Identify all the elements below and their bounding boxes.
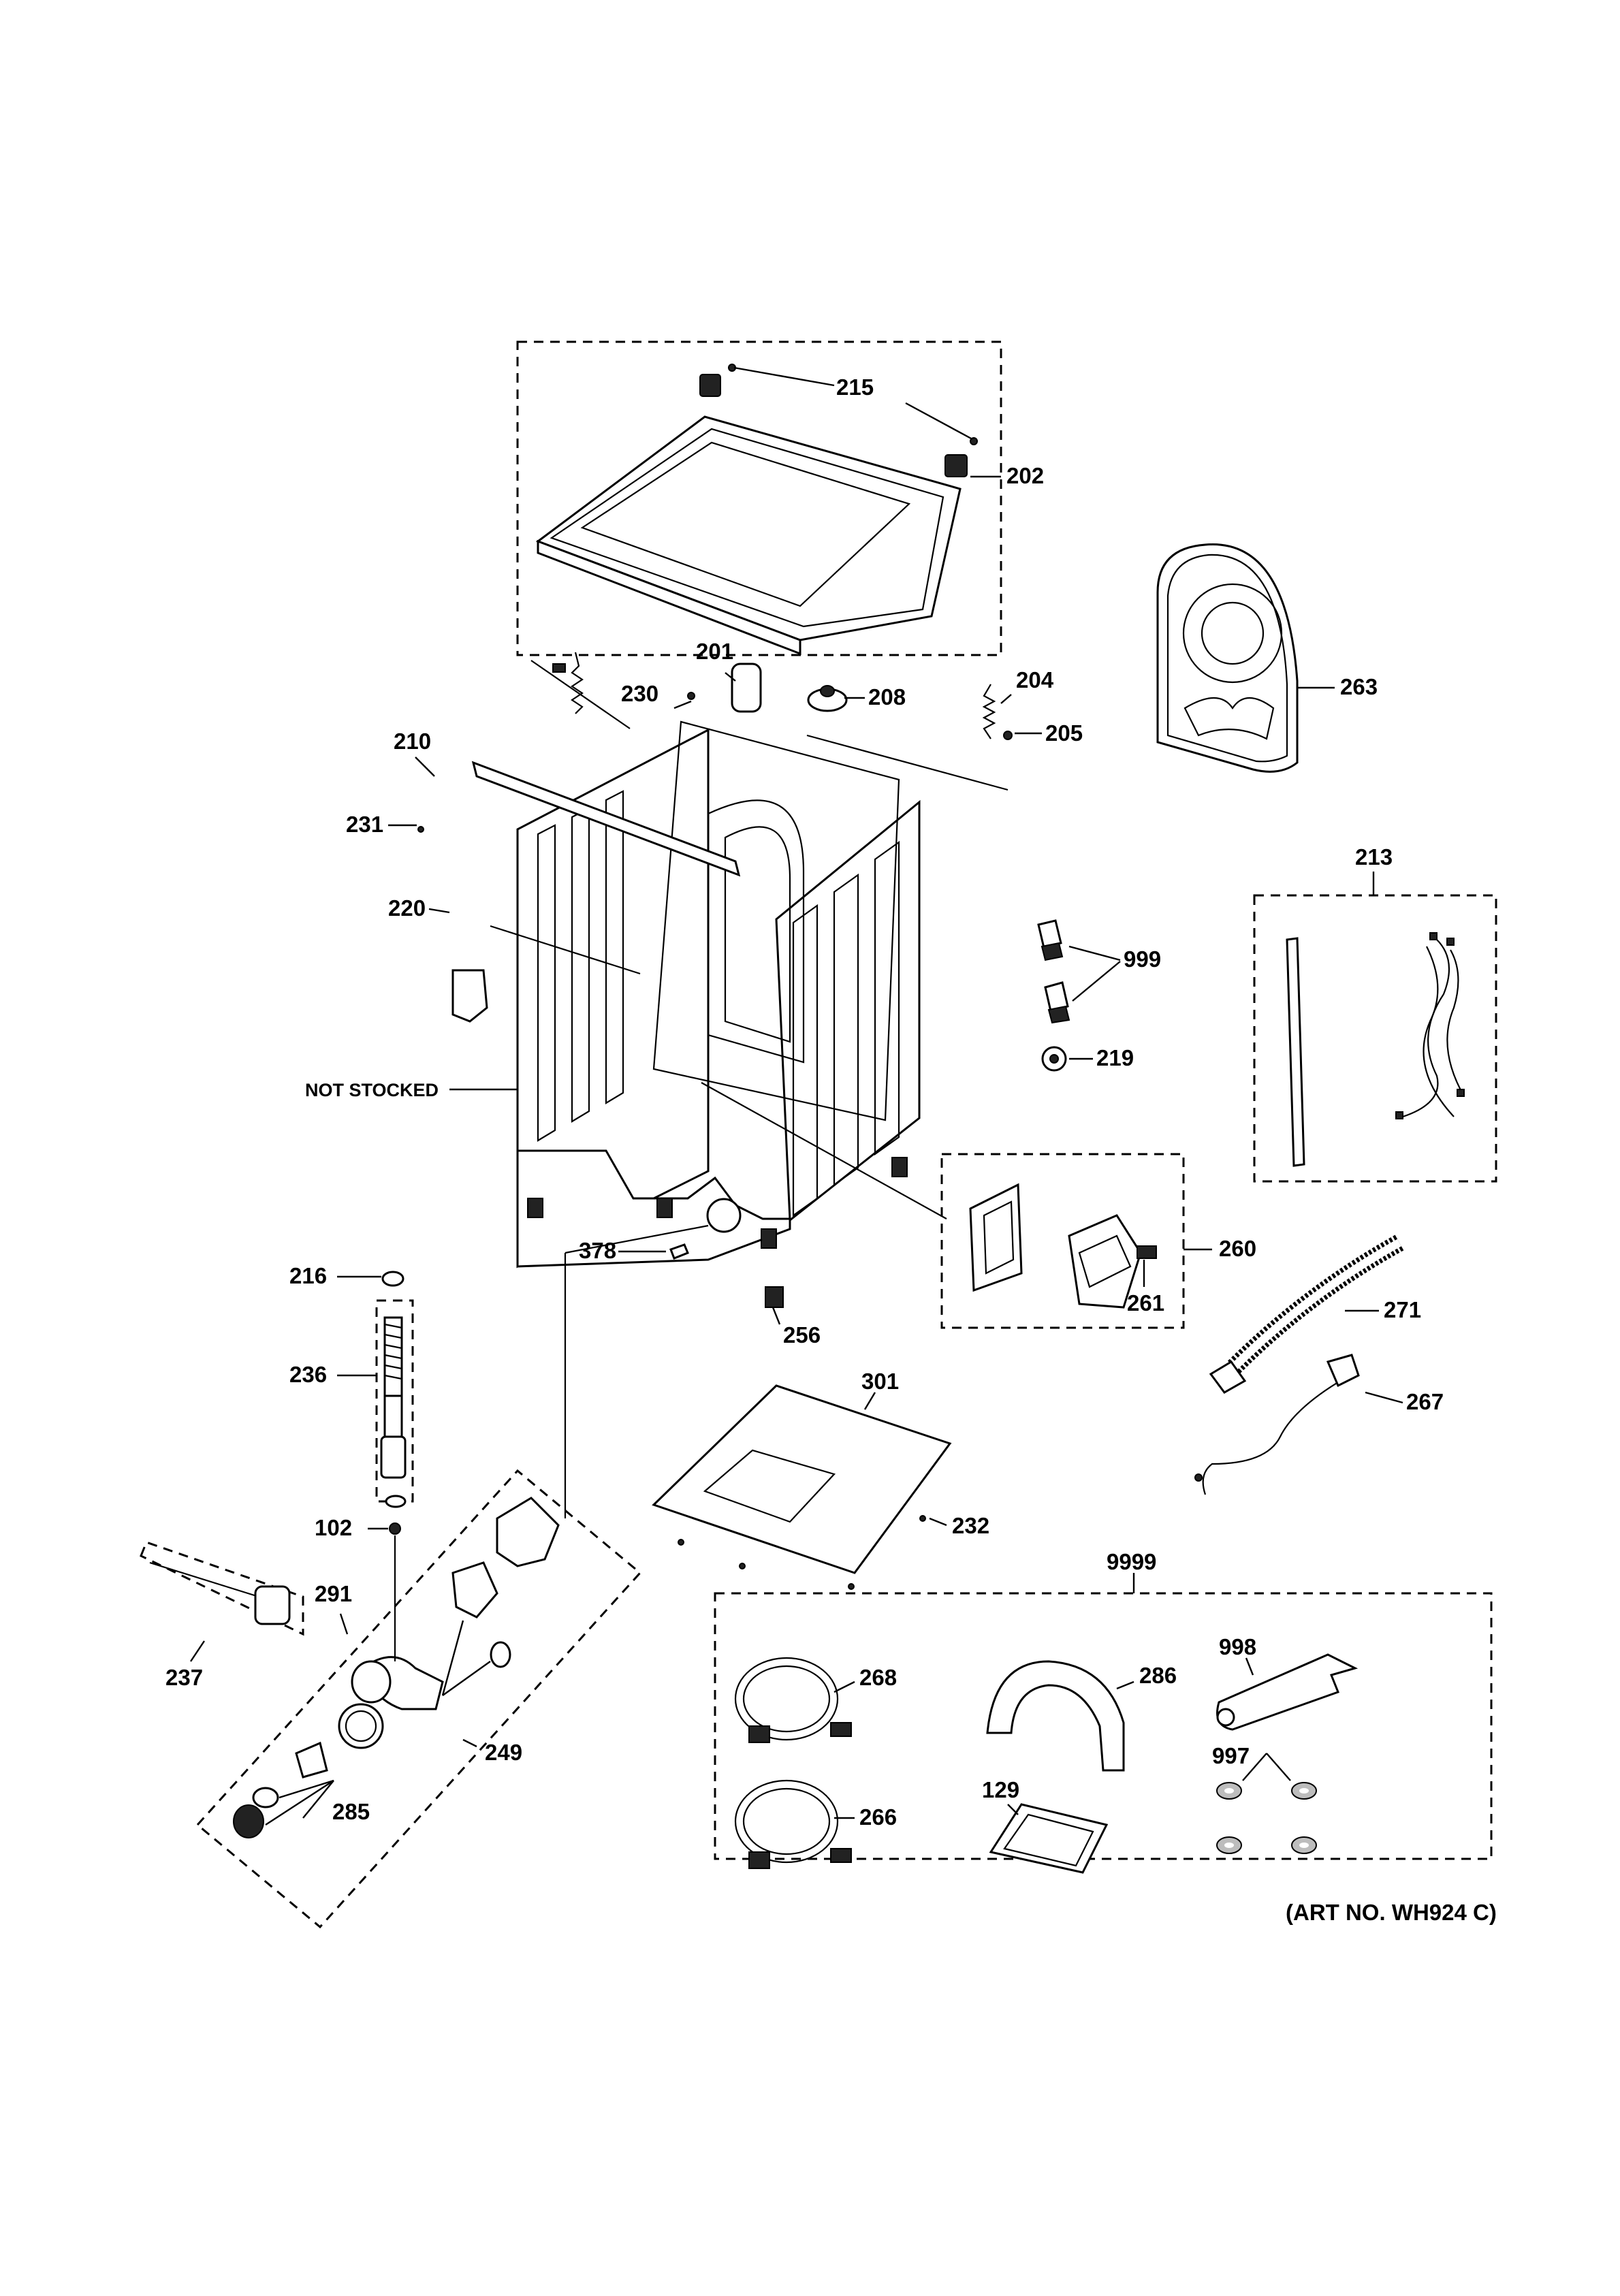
- cabinet-feet: [527, 1157, 908, 1249]
- fasteners: [1037, 919, 1121, 1072]
- drain-hose-271: [1209, 1234, 1404, 1394]
- label-201: 201: [696, 639, 733, 664]
- harness-213: [1253, 872, 1497, 1183]
- label-9999: 9999: [1107, 1549, 1156, 1574]
- label-215: 215: [836, 374, 874, 400]
- label-216: 216: [289, 1263, 327, 1288]
- label-102: 102: [315, 1515, 352, 1540]
- label-213: 213: [1355, 844, 1393, 870]
- label-208: 208: [868, 684, 906, 709]
- top-panel-group: [516, 340, 1002, 656]
- label-236: 236: [289, 1362, 327, 1387]
- label-219: 219: [1096, 1045, 1134, 1070]
- label-260: 260: [1219, 1236, 1256, 1261]
- label-not-stocked: NOT STOCKED: [305, 1080, 439, 1100]
- label-268: 268: [859, 1665, 897, 1690]
- label-231: 231: [346, 812, 383, 837]
- cabinet: [388, 652, 1042, 1325]
- art-number: (ART NO. WH924 C): [1286, 1900, 1497, 1925]
- label-210: 210: [394, 729, 431, 754]
- label-237: 237: [165, 1665, 203, 1690]
- label-301: 301: [861, 1369, 899, 1394]
- label-997: 997: [1212, 1743, 1250, 1768]
- label-998: 998: [1219, 1634, 1256, 1659]
- label-267: 267: [1406, 1389, 1444, 1414]
- label-263: 263: [1340, 674, 1378, 699]
- power-cord-267: [1194, 1354, 1403, 1495]
- label-266: 266: [859, 1804, 897, 1830]
- label-261: 261: [1127, 1290, 1164, 1316]
- hose-assembly-236: [337, 1224, 709, 1661]
- label-232: 232: [952, 1513, 989, 1538]
- accessory-kit-9999: [714, 1573, 1493, 1874]
- washers-997: [1216, 1782, 1317, 1854]
- rear-panel-263: [1156, 543, 1335, 773]
- label-285: 285: [332, 1799, 370, 1824]
- label-271: 271: [1384, 1297, 1421, 1322]
- filter-237: [140, 1541, 349, 1662]
- control-board-260: [940, 1153, 1212, 1329]
- label-378: 378: [579, 1238, 616, 1263]
- label-999: 999: [1124, 946, 1161, 972]
- label-129: 129: [982, 1777, 1019, 1802]
- part-labels: 215 202 201 230 208 204 205 263 210 231 …: [165, 374, 1497, 1925]
- label-256: 256: [783, 1322, 821, 1348]
- pump-group-249: [195, 1469, 642, 1929]
- label-204: 204: [1016, 667, 1054, 692]
- label-286: 286: [1139, 1663, 1177, 1688]
- label-291: 291: [315, 1581, 352, 1606]
- label-230: 230: [621, 681, 658, 706]
- base-plate-301: [652, 1384, 952, 1590]
- label-249: 249: [485, 1740, 522, 1765]
- label-202: 202: [1006, 463, 1044, 488]
- label-220: 220: [388, 895, 426, 921]
- label-205: 205: [1045, 720, 1083, 746]
